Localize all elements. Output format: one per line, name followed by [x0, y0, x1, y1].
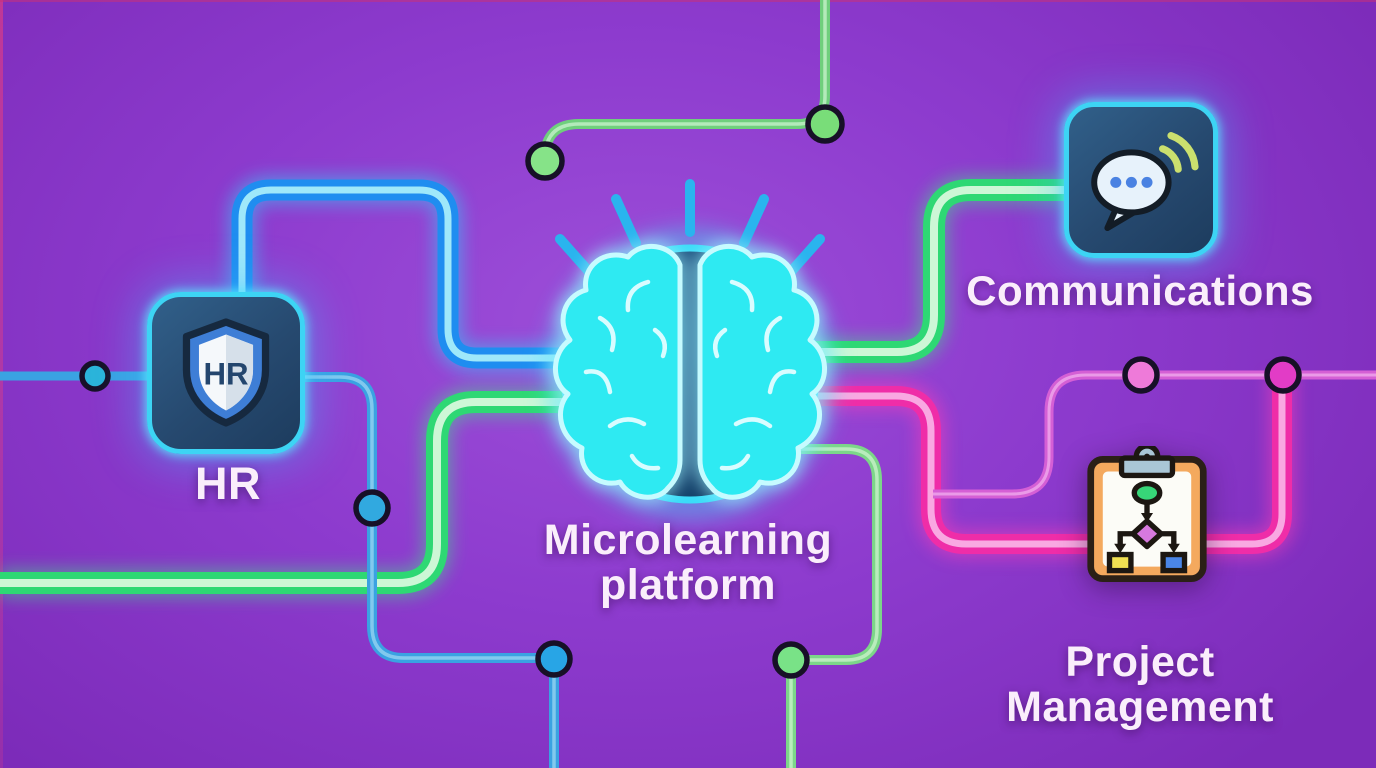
node-dot-green-topright	[805, 104, 845, 144]
communications-label: Communications	[966, 267, 1314, 314]
pm-label-line2: Management	[1006, 682, 1274, 731]
flowchart-glyph	[1106, 480, 1188, 574]
node-dot-green-bottom	[772, 641, 810, 679]
hr-node-tile: HR	[147, 292, 305, 454]
hr-shield-icon: HR	[182, 318, 270, 427]
left-edge-accent	[0, 0, 3, 768]
node-dot-pink-light	[1122, 356, 1160, 394]
hr-shield-text: HR	[203, 356, 248, 391]
top-edge-accent	[0, 0, 1376, 2]
node-dot-teal-left	[79, 360, 111, 392]
brain-hub	[547, 179, 833, 517]
chat-dots	[1110, 176, 1153, 188]
node-dot-blue-bottom	[535, 640, 573, 678]
pm-label-line1: Project	[1065, 638, 1215, 686]
node-dot-green-topleft	[525, 141, 565, 181]
node-dot-blue-mid	[353, 489, 391, 527]
signal-waves-icon	[1159, 132, 1199, 173]
node-dot-magenta	[1264, 356, 1302, 394]
center-label-line1: Microlearning	[543, 516, 833, 564]
connector-thin-blue-route	[303, 372, 559, 768]
project-management-node-tile	[1080, 443, 1214, 584]
connector-thin-green-top	[540, 0, 830, 161]
node-dots	[79, 104, 1302, 679]
brain-icon	[550, 241, 830, 503]
center-label: Microlearning platform	[488, 518, 888, 607]
project-management-label: Project Management	[940, 640, 1340, 729]
center-label-line2: platform	[600, 560, 776, 609]
connector-hr-to-center-blue	[227, 175, 600, 373]
brain-folds	[583, 279, 797, 471]
clipboard-flowchart-icon	[1087, 443, 1207, 582]
chat-bubble-icon	[1091, 132, 1199, 231]
connector-center-to-communications-green	[780, 175, 1066, 367]
connector-thin-green-route	[780, 444, 882, 768]
connector-thin-pink-right	[933, 370, 1376, 499]
communications-node-tile	[1064, 102, 1218, 258]
connector-center-to-projects-pink	[780, 375, 1296, 558]
hr-label: HR	[195, 458, 261, 509]
connector-left-to-center-green	[0, 387, 600, 598]
